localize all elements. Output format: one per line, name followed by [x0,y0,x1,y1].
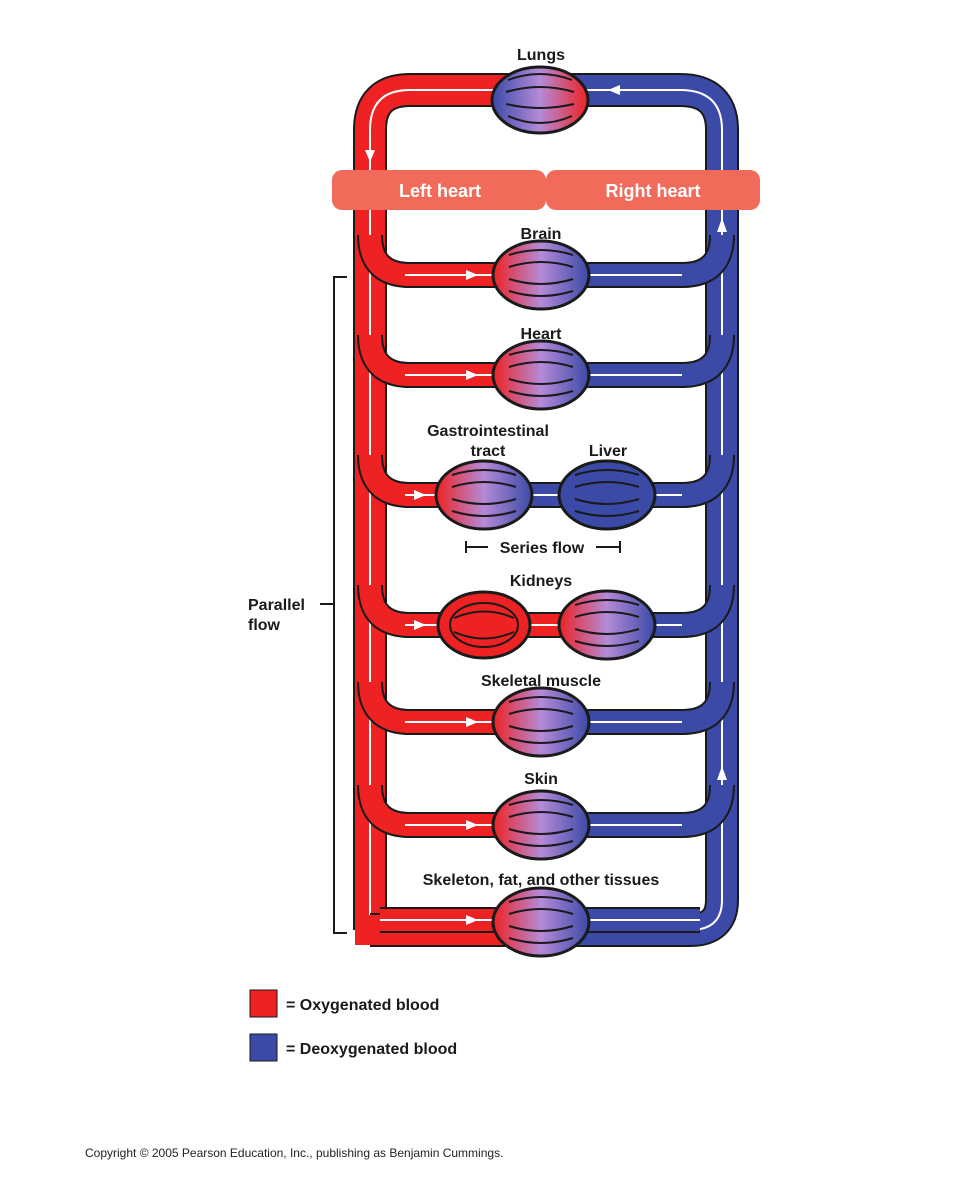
branch-in-gi [357,454,411,508]
up-arrow-icon [717,218,727,232]
down-arrow-icon [365,150,375,162]
branch-out-kidneys [681,584,735,638]
arterial-trunk [353,73,540,930]
organ-label-liver: Liver [589,443,627,460]
capillary-bed-skeleton [491,886,591,958]
branch-in-skin [357,784,411,838]
right-arrow-icon [466,270,478,280]
capillary-bed-gi [434,459,534,531]
branch-out-skeletal-muscle [681,681,735,735]
parallel-flow-label-line2: flow [248,617,281,634]
right-arrow-icon [466,370,478,380]
copyright-text: Copyright © 2005 Pearson Education, Inc.… [85,1146,503,1160]
legend-label-deoxygenated: = Deoxygenated blood [286,1041,457,1058]
branch-in-kidneys [357,584,411,638]
lungs-capillary-bed: Lungs [490,47,590,135]
branch-in-heart [357,334,411,388]
legend: = Oxygenated blood = Deoxygenated blood [249,989,457,1062]
organ-label-gi-line1: Gastrointestinal [427,423,549,440]
organ-label-skeletal-muscle: Skeletal muscle [481,673,601,690]
legend-swatch-deoxygenated [249,1033,278,1062]
capillary-bed-skeletal-muscle [491,686,591,758]
legend-swatch-oxygenated [249,989,278,1018]
capillary-bed-brain [491,239,591,311]
branch-out-liver [681,454,735,508]
series-flow-indicator: Series flow [465,540,621,557]
up-arrow-icon [717,766,727,780]
capillary-bed-peritubular [557,589,657,661]
branch-out-skin [681,784,735,838]
organ-label-brain: Brain [521,226,562,243]
left-heart: Left heart [332,170,546,210]
branch-out-heart [681,334,735,388]
series-flow-label: Series flow [500,540,585,557]
left-arrow-icon [608,85,620,95]
parallel-flow-bracket: Parallel flow [248,276,347,934]
branch-in-brain [357,234,411,288]
parallel-flow-label-line1: Parallel [248,597,305,614]
right-arrow-icon [466,717,478,727]
organ-label-gi-line2: tract [471,443,506,460]
organ-label-skin: Skin [524,771,558,788]
right-arrow-icon [466,915,478,925]
capillary-bed-liver [557,459,657,531]
branch-in-skeletal-muscle [357,681,411,735]
right-arrow-icon [414,620,426,630]
capillary-bed-glomerulus [436,590,532,660]
left-heart-label: Left heart [399,181,481,201]
branch-out-brain [681,234,735,288]
capillary-bed-heart [491,339,591,411]
right-arrow-icon [466,820,478,830]
organ-label-skeleton: Skeleton, fat, and other tissues [423,872,660,889]
venous-trunk [355,73,739,947]
legend-label-oxygenated: = Oxygenated blood [286,997,439,1014]
right-arrow-icon [414,490,426,500]
capillary-bed-skin [491,789,591,861]
organ-label-heart: Heart [521,326,563,343]
organ-label-kidneys: Kidneys [510,573,572,590]
branch-vessels [357,234,735,958]
right-heart-label: Right heart [605,181,700,201]
right-heart: Right heart [546,170,760,210]
lungs-label: Lungs [517,47,565,64]
